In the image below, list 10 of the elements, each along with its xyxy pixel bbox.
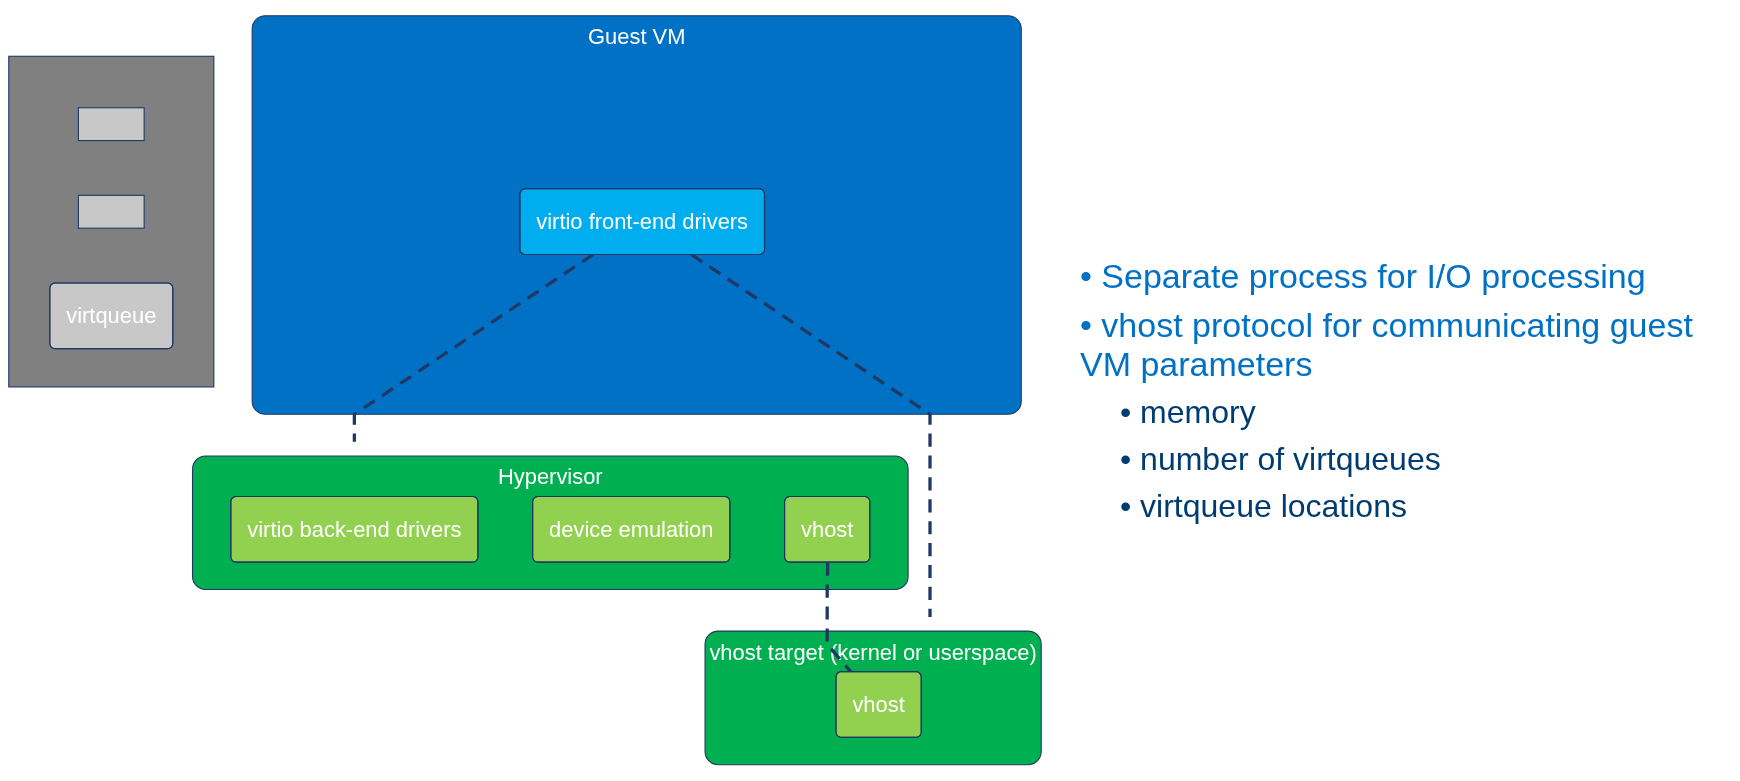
bullet-text: • memory [1120, 393, 1257, 431]
bullet-text: • virtqueue locations [1120, 487, 1408, 525]
node-box [77, 107, 145, 142]
bullet-text: • Separate process for I/O processing [1080, 256, 1647, 296]
connector [690, 253, 932, 618]
bullet-text: • number of virtqueues [1120, 440, 1442, 478]
cluster [8, 56, 215, 388]
node-box [77, 195, 145, 229]
connector [352, 253, 595, 442]
bullet-text: • vhost protocol for communicating guest VM parameters [1080, 305, 1694, 384]
